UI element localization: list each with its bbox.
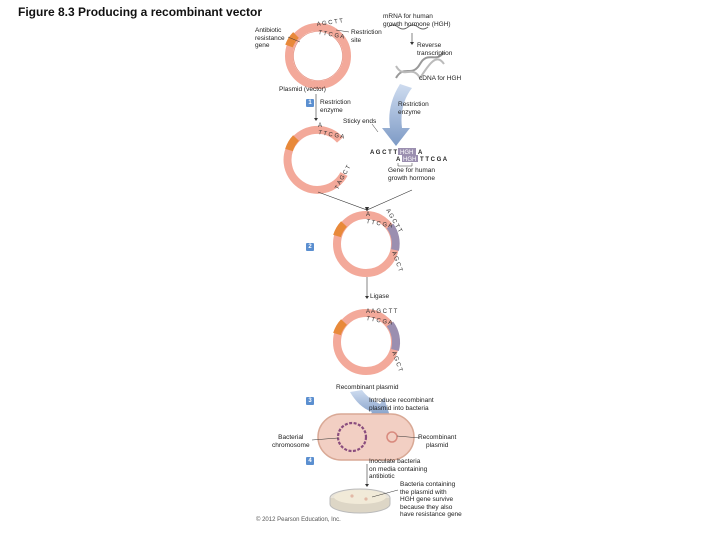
label-cdna: cDNA for HGH — [419, 75, 462, 82]
label-ligase: Ligase — [370, 293, 390, 300]
svg-text:T T C G A: T T C G A — [318, 30, 345, 40]
label-inoculate: Inoculate bacteria on media containing a… — [369, 458, 428, 480]
svg-text:T T C G A: T T C G A — [366, 316, 393, 326]
label-gene-hgh: Gene for human growth hormone — [388, 167, 435, 182]
svg-text:A: A — [318, 123, 322, 129]
step-2-badge: 2 — [306, 243, 314, 251]
label-reverse-transcription: Reverse transcription — [417, 42, 453, 57]
blue-arrow-bacterium — [350, 390, 390, 418]
label-recombinant-plasmid-right: Recombinant plasmid — [418, 434, 457, 449]
svg-text:T T C G A: T T C G A — [318, 130, 345, 140]
svg-text:A G C T T: A G C T T — [370, 150, 397, 156]
svg-text:A: A — [418, 150, 423, 156]
copyright-text: © 2012 Pearson Education, Inc. — [256, 517, 341, 523]
step-4-badge: 4 — [306, 457, 314, 465]
antibiotic-gene-segment — [285, 32, 299, 48]
plasmid-top: A G C T T T T C G A — [285, 18, 351, 89]
label-restriction-enzyme-left: Restriction enzyme — [320, 99, 351, 114]
blue-arrow-cdna — [382, 84, 412, 146]
step-1-badge: 1 — [306, 99, 314, 107]
hgh-dna-fragment: A G C T T HGH A A HGH T T C G A — [370, 148, 448, 167]
bacterium — [311, 413, 421, 461]
label-restriction-enzyme-right: Restriction enzyme — [398, 101, 429, 116]
svg-text:T T C G A: T T C G A — [366, 219, 393, 229]
label-sticky-ends: Sticky ends — [343, 118, 377, 125]
cdna-helix — [395, 51, 445, 80]
label-bacterial-chromosome: Bacterial chromosome — [272, 434, 310, 449]
label-mrna: mRNA for human growth hormone (HGH) — [383, 13, 451, 28]
label-introduce: Introduce recombinant plasmid into bacte… — [369, 397, 434, 412]
figure-title: Figure 8.3 Producing a recombinant vecto… — [18, 5, 263, 19]
label-recombinant-plasmid: Recombinant plasmid — [336, 384, 399, 391]
svg-text:A: A — [396, 157, 401, 163]
plasmid-inserted: A T T C G A A G C T T A G C T — [333, 208, 403, 277]
label-restriction-site: Restriction site — [351, 29, 382, 44]
svg-text:HGH: HGH — [403, 157, 416, 163]
svg-text:A A G C T T: A A G C T T — [366, 309, 398, 315]
svg-text:HGH: HGH — [400, 150, 413, 156]
svg-text:T: T — [335, 185, 342, 191]
mrna-strand — [387, 24, 429, 45]
svg-text:A G C T T: A G C T T — [316, 18, 343, 28]
label-plasmid-vector: Plasmid (vector) — [279, 86, 326, 93]
plasmid-cut: A T T C G A A G C T T — [283, 123, 353, 194]
svg-text:A: A — [366, 212, 370, 218]
step-3-badge: 3 — [306, 397, 314, 405]
label-antibiotic-gene: Antibiotic resistance gene — [255, 27, 285, 49]
plasmid-recombinant: A A G C T T T T C G A A G C T — [333, 309, 403, 375]
label-bacteria-surviving: Bacteria containing the plasmid with HGH… — [400, 481, 462, 518]
petri-dish — [329, 488, 399, 514]
svg-text:T T C G A: T T C G A — [420, 157, 448, 163]
